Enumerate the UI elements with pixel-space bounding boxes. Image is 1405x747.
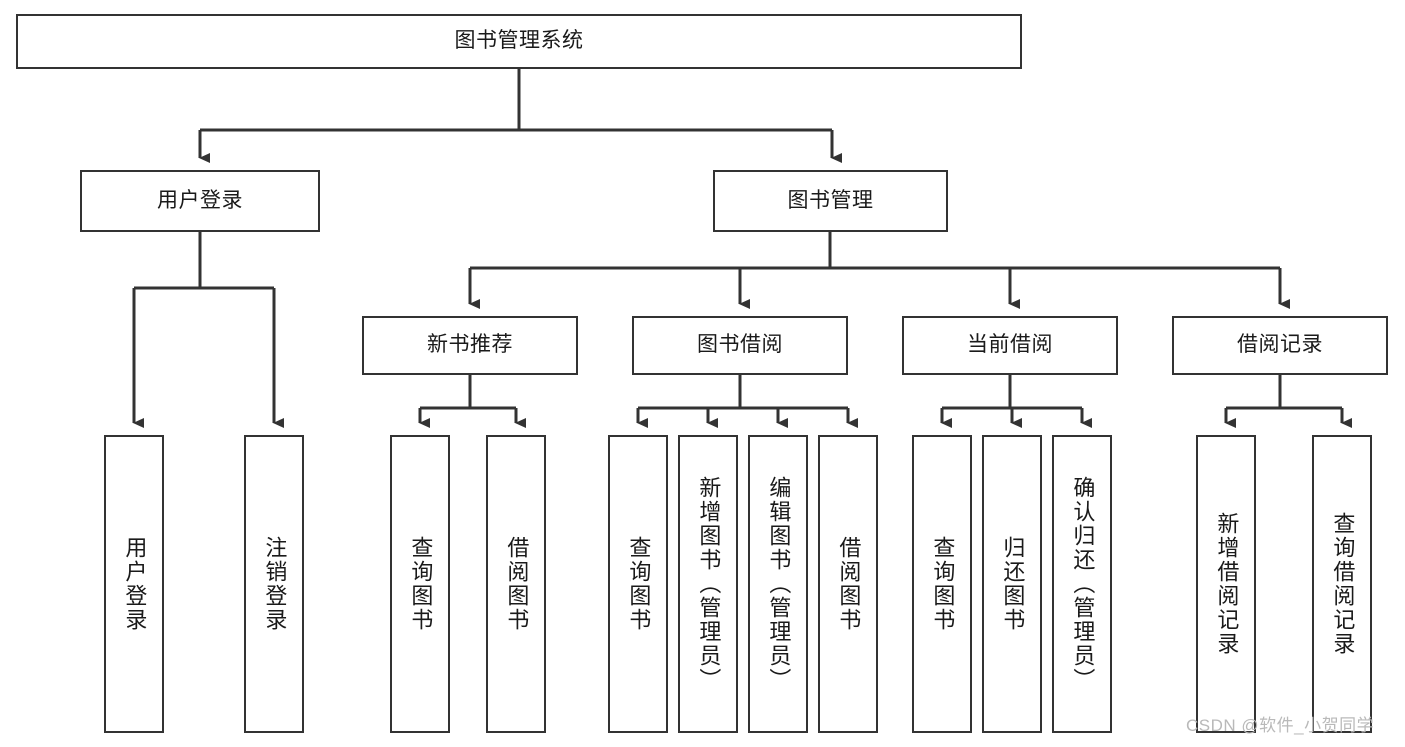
node-leaf-borrow-book-1[interactable]: 借阅图书 — [486, 435, 546, 733]
node-book-manage[interactable]: 图书管理 — [713, 170, 948, 232]
watermark: CSDN @软件_小贺同学 — [1186, 716, 1375, 735]
node-leaf-user-login-label: 用户登录 — [122, 536, 148, 632]
node-leaf-query-book-1[interactable]: 查询图书 — [390, 435, 450, 733]
node-leaf-user-logout[interactable]: 注销登录 — [244, 435, 304, 733]
node-leaf-confirm-return-label: 确认归还（管理员） — [1070, 476, 1096, 692]
node-root-label: 图书管理系统 — [454, 29, 584, 53]
node-leaf-add-record-label: 新增借阅记录 — [1214, 512, 1240, 656]
node-leaf-user-logout-label: 注销登录 — [262, 536, 288, 632]
node-root[interactable]: 图书管理系统 — [16, 14, 1022, 69]
node-current-borrow[interactable]: 当前借阅 — [902, 316, 1118, 375]
node-leaf-return-book[interactable]: 归还图书 — [982, 435, 1042, 733]
node-user-login-label: 用户登录 — [157, 188, 243, 212]
node-leaf-query-record-label: 查询借阅记录 — [1330, 512, 1356, 656]
node-leaf-user-login[interactable]: 用户登录 — [104, 435, 164, 733]
node-leaf-edit-book[interactable]: 编辑图书（管理员） — [748, 435, 808, 733]
node-leaf-query-record[interactable]: 查询借阅记录 — [1312, 435, 1372, 733]
node-leaf-add-book-label: 新增图书（管理员） — [696, 476, 722, 692]
node-current-borrow-label: 当前借阅 — [967, 333, 1053, 357]
node-new-book-rec[interactable]: 新书推荐 — [362, 316, 578, 375]
node-leaf-add-book[interactable]: 新增图书（管理员） — [678, 435, 738, 733]
node-leaf-query-book-2[interactable]: 查询图书 — [608, 435, 668, 733]
node-leaf-borrow-book-2[interactable]: 借阅图书 — [818, 435, 878, 733]
node-leaf-edit-book-label: 编辑图书（管理员） — [766, 476, 792, 692]
node-user-login[interactable]: 用户登录 — [80, 170, 320, 232]
node-borrow-record[interactable]: 借阅记录 — [1172, 316, 1388, 375]
node-leaf-borrow-book-1-label: 借阅图书 — [504, 536, 530, 632]
node-leaf-query-book-1-label: 查询图书 — [408, 536, 434, 632]
node-leaf-return-book-label: 归还图书 — [1000, 536, 1026, 632]
node-leaf-borrow-book-2-label: 借阅图书 — [836, 536, 862, 632]
node-leaf-query-book-3[interactable]: 查询图书 — [912, 435, 972, 733]
node-leaf-confirm-return[interactable]: 确认归还（管理员） — [1052, 435, 1112, 733]
node-leaf-query-book-2-label: 查询图书 — [626, 536, 652, 632]
node-leaf-add-record[interactable]: 新增借阅记录 — [1196, 435, 1256, 733]
node-borrow-record-label: 借阅记录 — [1237, 333, 1323, 357]
node-book-manage-label: 图书管理 — [787, 188, 874, 212]
node-new-book-rec-label: 新书推荐 — [427, 333, 513, 357]
node-book-borrow[interactable]: 图书借阅 — [632, 316, 848, 375]
node-book-borrow-label: 图书借阅 — [697, 333, 783, 357]
node-leaf-query-book-3-label: 查询图书 — [930, 536, 956, 632]
